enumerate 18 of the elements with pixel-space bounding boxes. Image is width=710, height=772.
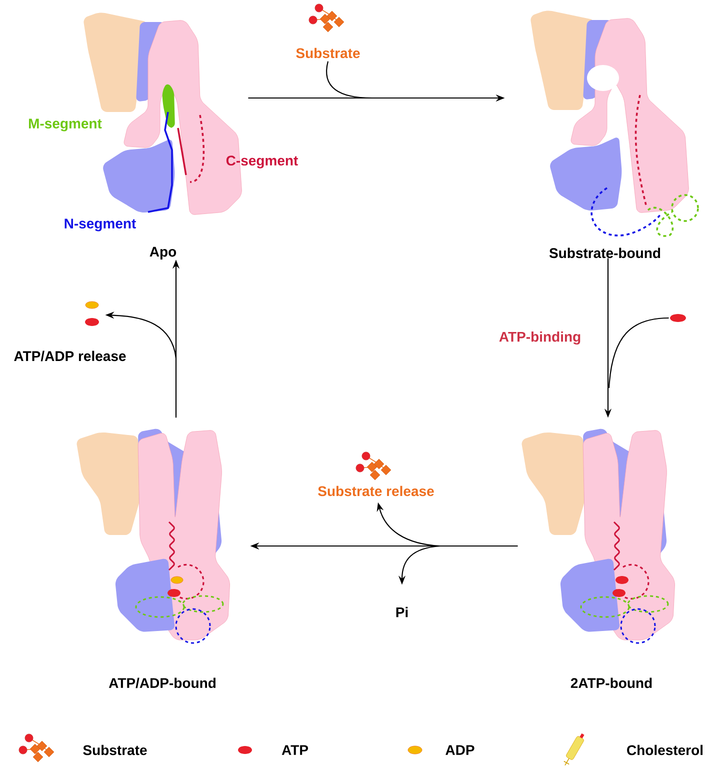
legend-label: ATP: [282, 745, 308, 755]
segment-label: N-segment: [64, 218, 136, 232]
step-label: Substrate release: [318, 486, 434, 496]
legend-label: Substrate: [83, 744, 147, 756]
edge-label: ATP-binding: [498, 330, 582, 346]
legend-label: Cholesterol: [627, 744, 702, 756]
nucleotide-drawing: [85, 301, 99, 326]
legend-label: ADP: [446, 745, 474, 755]
edge-label: ATP/ADP release: [12, 350, 128, 362]
state-label: Apo: [150, 246, 176, 260]
segment-label: M-segment: [29, 118, 102, 132]
step-label: Substrate: [296, 48, 360, 58]
state-label: ATP/ADP-bound: [108, 678, 216, 688]
state-label: 2ATP-bound: [570, 678, 652, 688]
step-label: Pi: [396, 606, 408, 618]
atp-icon: [670, 314, 686, 322]
state-label: Substrate-bound: [549, 248, 660, 258]
segment-label: C-segment: [226, 156, 298, 168]
